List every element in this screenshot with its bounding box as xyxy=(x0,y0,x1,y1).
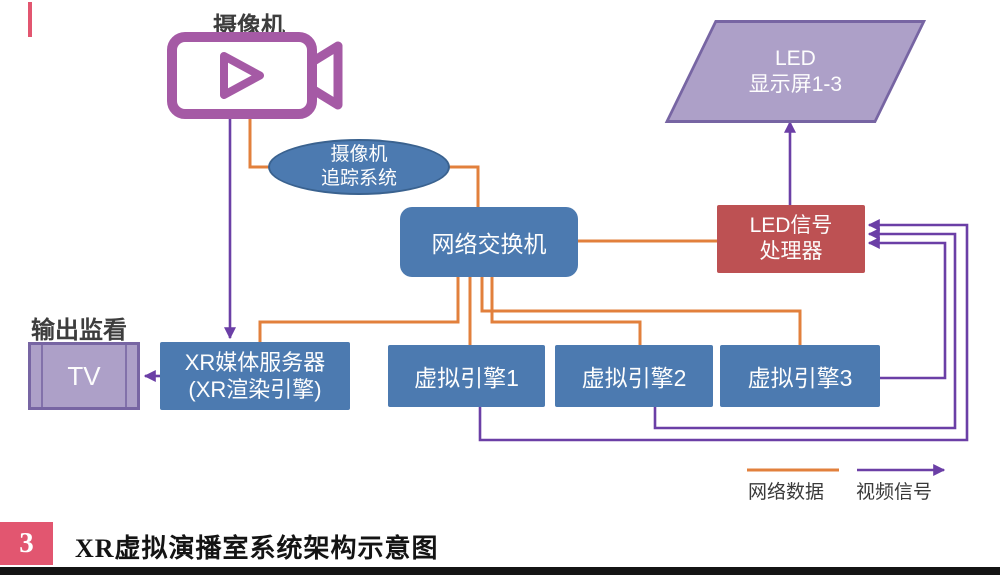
tv-bezel-right xyxy=(125,345,127,407)
tv-label: TV xyxy=(67,360,101,391)
camera-tracking-node: 摄像机 追踪系统 xyxy=(268,139,450,195)
led-screen-line2: 显示屏1-3 xyxy=(748,72,843,96)
virtual-engine2-node: 虚拟引擎2 xyxy=(555,345,713,407)
led-processor-line1: LED信号 xyxy=(749,214,833,237)
led-processor-line2: 处理器 xyxy=(759,240,823,263)
virtual-engine2-label: 虚拟引擎2 xyxy=(581,365,687,391)
network-switch-node: 网络交换机 xyxy=(400,207,578,277)
xr-media-server-line2: (XR渲染引擎) xyxy=(188,377,322,402)
orange-switch-to-engine2 xyxy=(490,277,642,347)
orange-switch-to-xr-server xyxy=(258,277,460,344)
video-camera-icon xyxy=(167,32,343,119)
bottom-divider-bar xyxy=(0,567,1000,575)
figure-title: XR虚拟演播室系统架构示意图 xyxy=(75,534,439,563)
page-margin-mark xyxy=(28,2,32,37)
output-monitor-label: 输出监看 xyxy=(31,317,127,344)
camera-tracking-line1: 摄像机 xyxy=(330,144,388,165)
network-switch-label: 网络交换机 xyxy=(431,231,547,257)
purple-engine1-to-led-processor xyxy=(478,219,969,442)
figure-number: 3 xyxy=(19,527,34,559)
purple-engine3-to-led-processor xyxy=(867,237,947,380)
xr-media-server-line1: XR媒体服务器 xyxy=(184,350,326,375)
video-signal-lines xyxy=(143,114,969,476)
camera-tracking-line2: 追踪系统 xyxy=(320,168,397,189)
legend-network-label: 网络数据 xyxy=(748,482,825,503)
orange-switch-to-engine3 xyxy=(480,277,802,347)
led-processor-node: LED信号 处理器 xyxy=(717,205,865,273)
purple-engine2-to-led-processor xyxy=(653,228,957,430)
virtual-engine1-label: 虚拟引擎1 xyxy=(414,365,519,391)
led-screen-node: LED 显示屏1-3 xyxy=(664,20,926,123)
led-screen-line1: LED xyxy=(774,46,816,70)
legend-video-label: 视频信号 xyxy=(856,482,933,503)
virtual-engine1-node: 虚拟引擎1 xyxy=(388,345,545,407)
xr-media-server-node: XR媒体服务器 (XR渲染引擎) xyxy=(160,342,350,410)
virtual-engine3-label: 虚拟引擎3 xyxy=(747,365,853,391)
tv-bezel-left xyxy=(41,345,43,407)
figure-number-badge: 3 xyxy=(0,522,53,565)
tv-node: TV xyxy=(28,342,140,410)
virtual-engine3-node: 虚拟引擎3 xyxy=(720,345,880,407)
